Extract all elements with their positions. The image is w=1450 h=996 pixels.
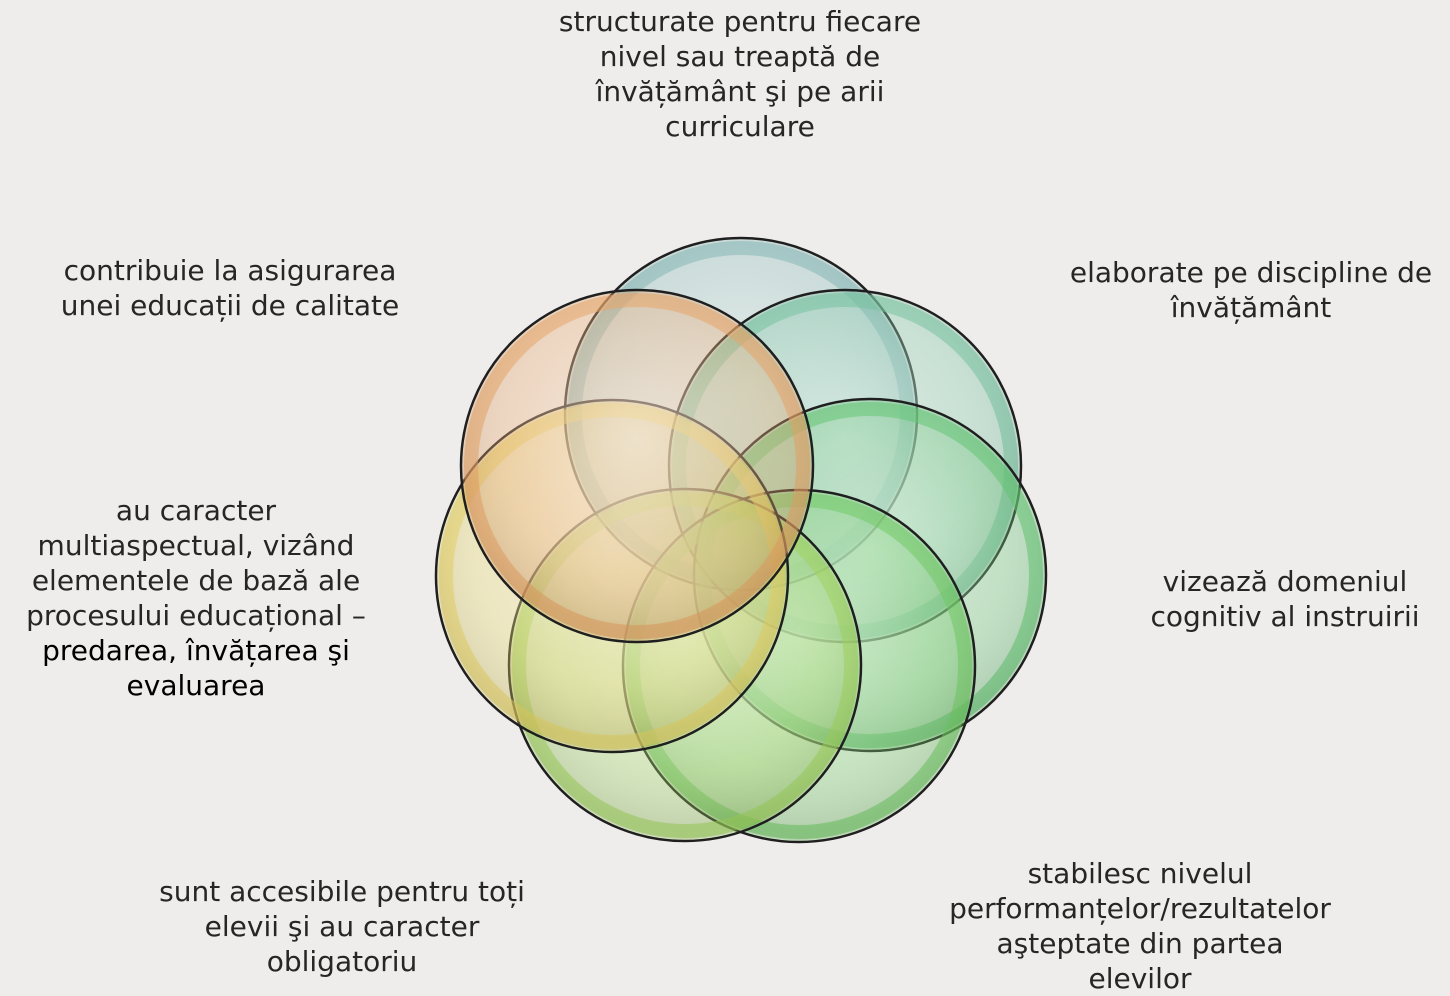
label-right: vizează domeniul cognitiv al instruirii [1150,565,1420,633]
label-left: au caracter multiaspectual, vizând eleme… [6,493,386,703]
label-left-emphasis-2: evaluarea [126,669,266,702]
label-left-emphasis-1: predarea, învățarea şi [42,634,350,667]
label-top-left: contribuie la asigurarea unei educații d… [60,254,400,322]
label-bottom-right: stabilesc nivelul performanțelor/rezulta… [949,857,1331,995]
label-bottom-left: sunt accesibile pentru toți elevii şi au… [159,875,525,978]
label-top: structurate pentru fiecare nivel sau tre… [558,5,922,143]
circle-orange-highlight [463,292,811,640]
label-top-right: elaborate pe discipline de învățământ [1069,256,1433,324]
